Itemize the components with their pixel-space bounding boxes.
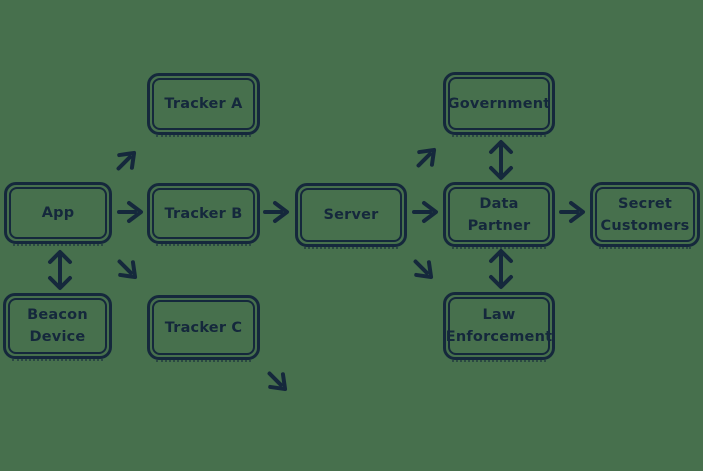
arrow-down-right-icon bbox=[117, 259, 138, 280]
arrow-vertical-both-icon bbox=[489, 140, 513, 180]
node-tracker-c: Tracker C bbox=[147, 295, 260, 362]
node-tracker-c-label: Tracker C bbox=[152, 300, 255, 355]
node-tracker-b: Tracker B bbox=[147, 183, 260, 246]
node-government-label: Government bbox=[448, 77, 550, 130]
node-beacon-device: Beacon Device bbox=[3, 293, 112, 361]
node-app-label: App bbox=[9, 187, 107, 239]
node-tracker-a-label: Tracker A bbox=[152, 78, 255, 130]
arrow-vertical-both-icon bbox=[48, 250, 72, 290]
arrow-right-icon bbox=[559, 201, 585, 223]
arrow-down-right-icon bbox=[413, 259, 434, 280]
node-tracker-b-label: Tracker B bbox=[152, 188, 255, 239]
arrow-up-right-icon bbox=[116, 150, 137, 171]
arrow-right-icon bbox=[263, 201, 289, 223]
node-server: Server bbox=[295, 183, 407, 249]
node-beacon-device-label: Beacon Device bbox=[8, 298, 107, 354]
node-data-partner-label: Data Partner bbox=[448, 187, 550, 242]
arrow-right-icon bbox=[412, 201, 438, 223]
arrow-down-right-icon bbox=[267, 371, 288, 392]
node-secret-customers: Secret Customers bbox=[590, 182, 700, 249]
node-tracker-a: Tracker A bbox=[147, 73, 260, 137]
node-data-partner: Data Partner bbox=[443, 182, 555, 249]
node-secret-customers-label: Secret Customers bbox=[595, 187, 695, 242]
node-government: Government bbox=[443, 72, 555, 137]
node-server-label: Server bbox=[300, 188, 402, 242]
arrow-right-icon bbox=[117, 201, 143, 223]
node-app: App bbox=[4, 182, 112, 246]
node-law-enforcement: Law Enforcement bbox=[443, 292, 555, 362]
node-law-enforcement-label: Law Enforcement bbox=[446, 297, 552, 355]
arrow-up-right-icon bbox=[416, 147, 437, 168]
arrow-vertical-both-icon bbox=[489, 249, 513, 289]
